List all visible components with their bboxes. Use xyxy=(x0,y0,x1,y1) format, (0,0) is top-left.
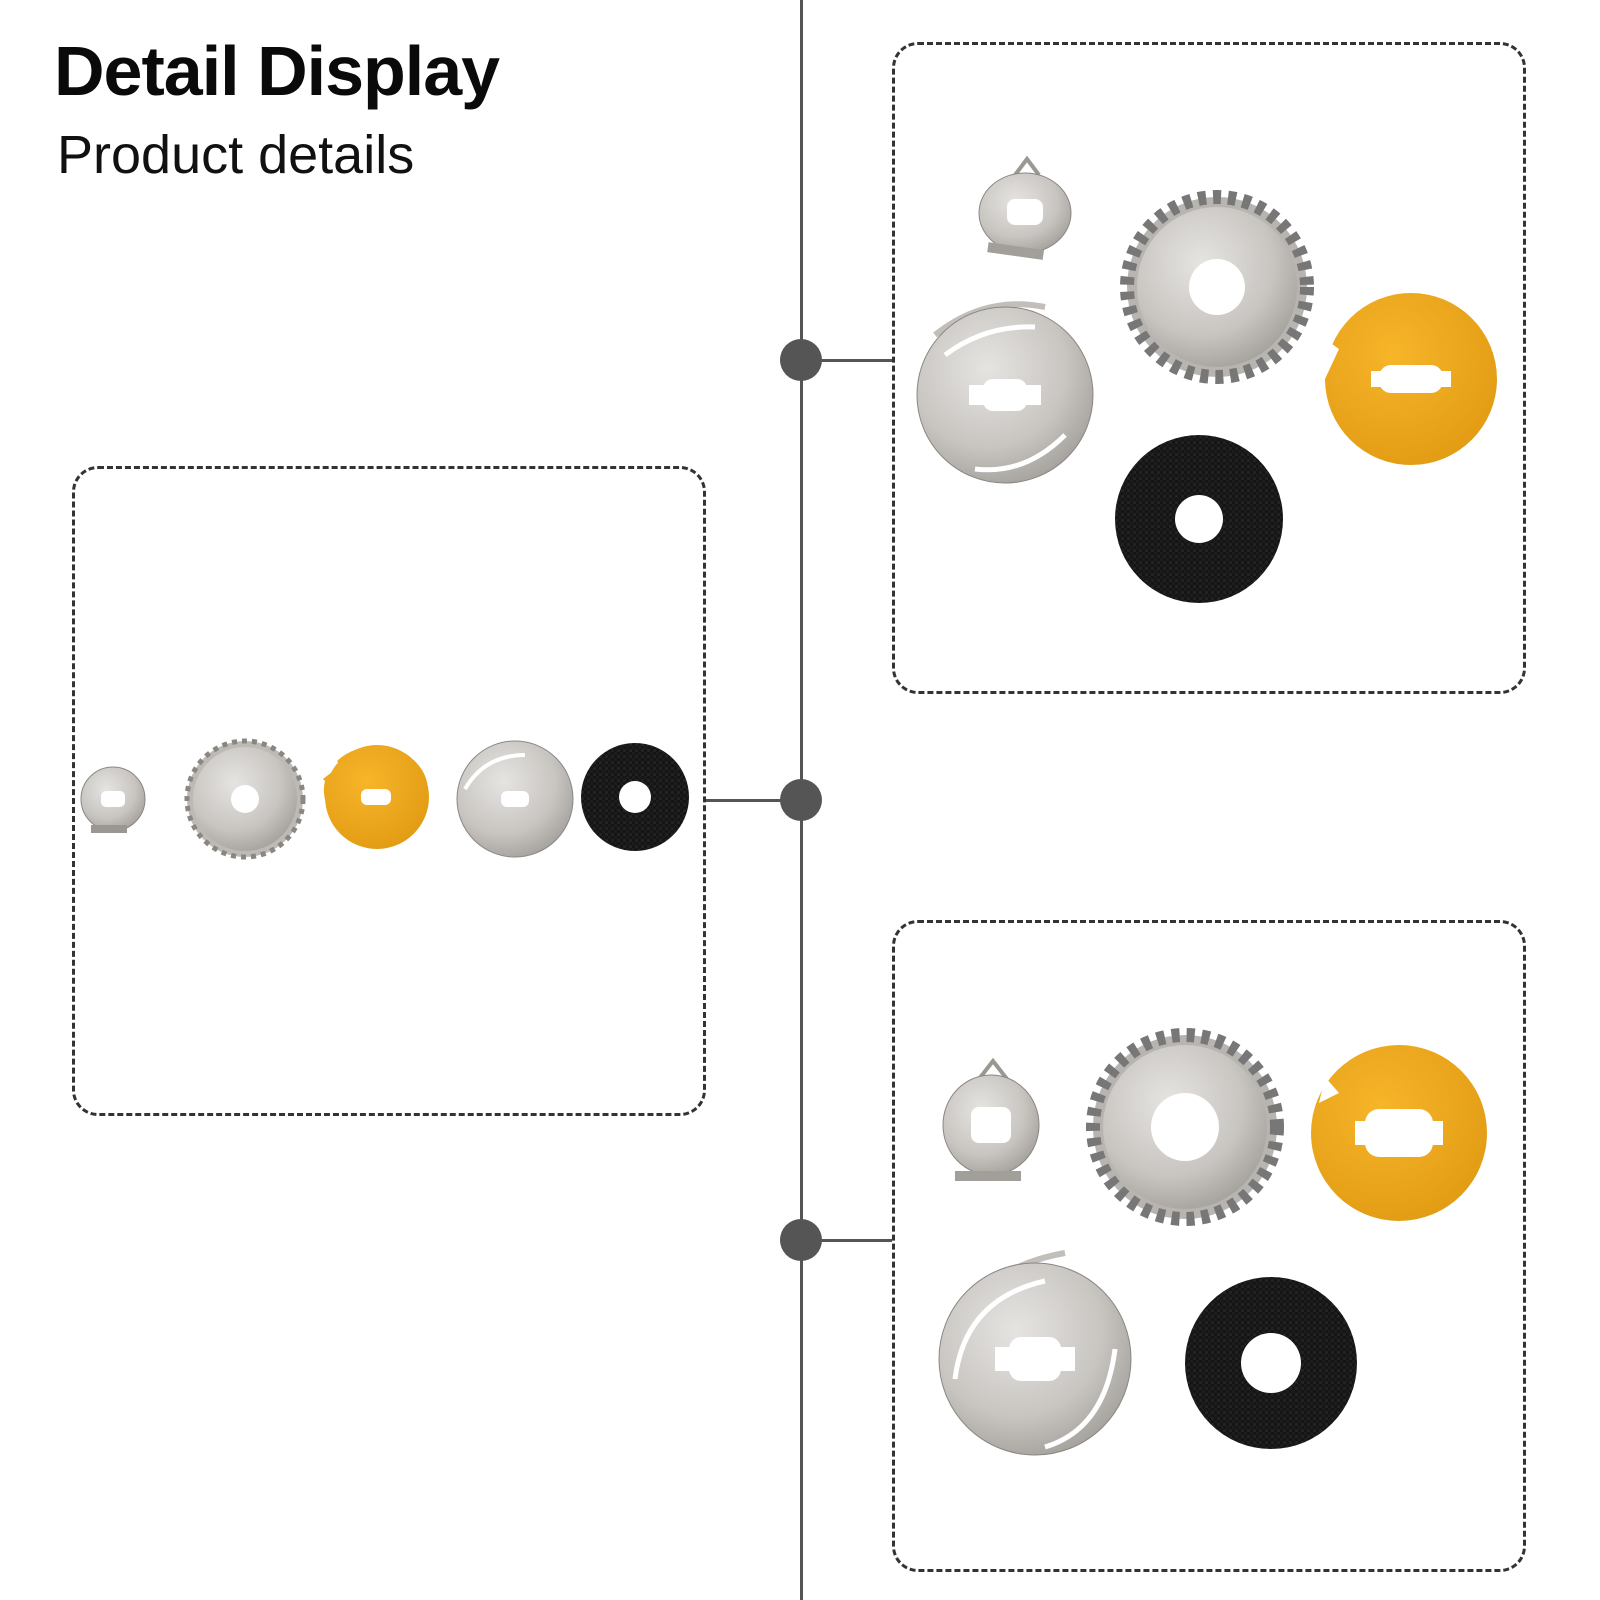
timeline-node-middle xyxy=(780,779,822,821)
gold-washer-image xyxy=(1311,1045,1487,1221)
timeline-node-top xyxy=(780,339,822,381)
carbon-fiber-drag-washer-image xyxy=(1115,435,1283,603)
panel-row-view xyxy=(72,466,706,1116)
panel-top-detail xyxy=(892,42,1526,694)
gold-washer-image xyxy=(1325,293,1497,465)
connector-bottom xyxy=(820,1239,892,1242)
clicker-spring-plate-image xyxy=(938,1250,1132,1456)
timeline-node-bottom xyxy=(780,1219,822,1261)
gold-washer-image xyxy=(323,745,429,849)
clip-plate-image xyxy=(978,155,1072,260)
clicker-spring-plate-image xyxy=(456,740,574,858)
page-subtitle: Product details xyxy=(57,125,415,185)
clip-plate-image xyxy=(80,766,146,833)
toothed-gear-washer-image xyxy=(1120,190,1314,384)
connector-top xyxy=(820,359,892,362)
carbon-fiber-drag-washer-image xyxy=(1185,1277,1357,1449)
toothed-gear-washer-image xyxy=(1086,1028,1284,1226)
carbon-fiber-drag-washer-image xyxy=(581,743,689,851)
page-title: Detail Display xyxy=(54,32,500,110)
toothed-gear-washer-image xyxy=(184,738,306,860)
clicker-spring-plate-image xyxy=(916,301,1094,484)
clip-plate-image xyxy=(942,1057,1040,1181)
panel-bottom-detail xyxy=(892,920,1526,1572)
connector-middle xyxy=(705,799,785,802)
